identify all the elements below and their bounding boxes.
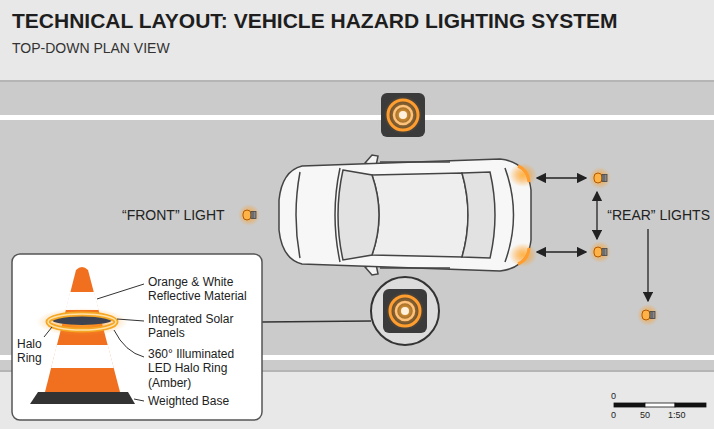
dimension-arrows [537,178,648,301]
inset-panel [12,254,262,420]
rear-bulb [637,304,659,326]
leader-lines [44,284,144,401]
magnifier [371,277,439,345]
scale-number: 50 [640,410,650,421]
tail-light [518,166,529,182]
part-label: Weighted Base [148,394,258,408]
light-label: “REAR” LIGHTS [607,207,710,224]
light-label: “FRONT” LIGHT [122,207,225,224]
rear-bulb [589,167,611,189]
tail-light [518,248,529,264]
part-label: Integrated Solar Panels [148,312,248,341]
traffic-cone [30,267,135,404]
scale-bar [614,403,706,407]
lane-line [0,115,714,120]
callout-line [262,321,371,322]
part-label: Orange & White Reflective Material [148,275,258,304]
scale-number: 1:50 [668,410,686,421]
title: TECHNICAL LAYOUT: VEHICLE HAZARD LIGHTIN… [12,8,618,33]
scale-number: 0 [611,391,616,402]
cone-light-icon [381,93,425,137]
car [279,155,531,275]
part-label: 360° Illuminated LED Halo Ring (Amber) [148,347,260,390]
scale-number: 0 [611,410,616,421]
cone-light-icon [383,289,427,333]
caption: TOP-DOWN PLAN VIEW [12,40,170,57]
front-bulb [238,204,260,226]
rear-bulb [589,241,611,263]
road [0,80,714,372]
part-label: Halo Ring [17,337,49,366]
